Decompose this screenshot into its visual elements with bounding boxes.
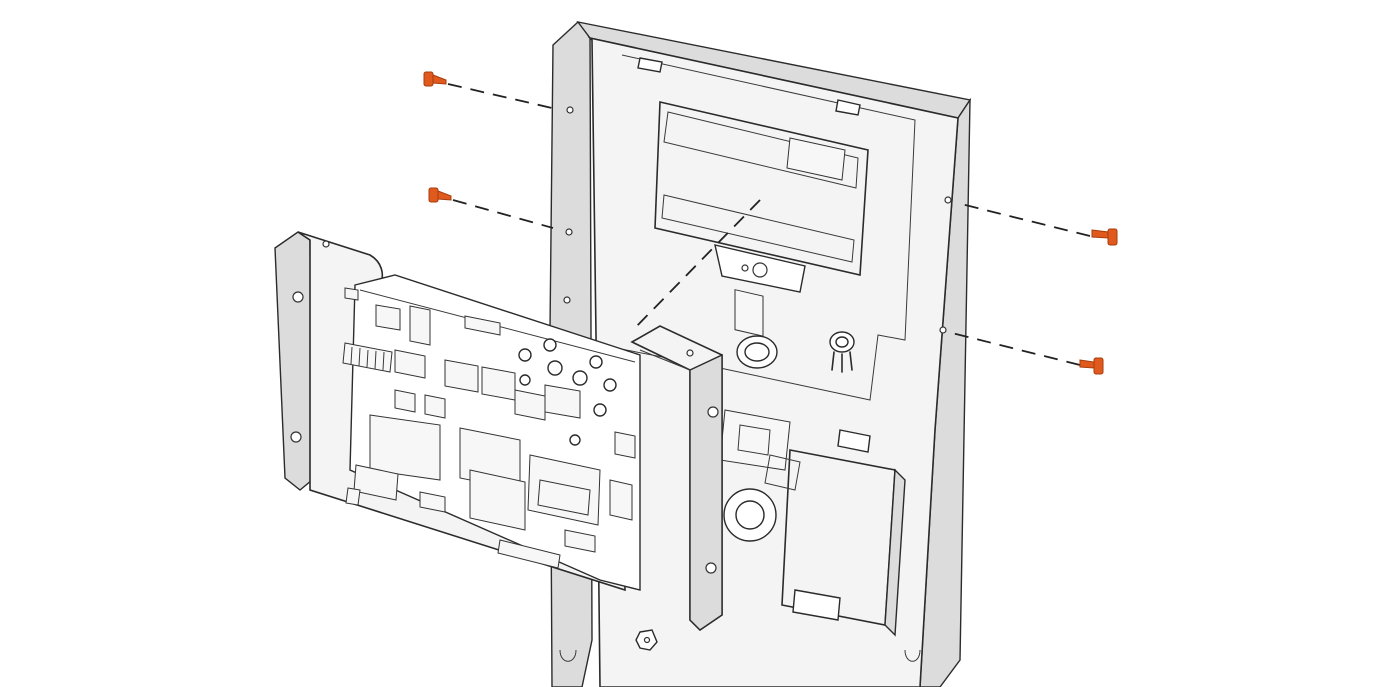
- panel-tab: [835, 99, 861, 116]
- panel-tab: [637, 57, 663, 73]
- screw-top-left: [423, 71, 447, 87]
- screw-mid-left: [428, 187, 452, 203]
- relay: [544, 384, 581, 419]
- side-bracket: [630, 325, 723, 632]
- cable-grommet: [736, 335, 778, 369]
- display-board: [654, 101, 869, 337]
- relay: [481, 366, 516, 401]
- nut: [635, 629, 658, 651]
- terminal-block: [353, 464, 399, 501]
- panel-connector: [829, 331, 855, 373]
- processor-chip: [369, 414, 441, 481]
- screw-top-right: [1091, 228, 1118, 246]
- screw-bottom-right: [1079, 357, 1104, 375]
- transformer-module: [781, 429, 906, 637]
- relay: [444, 359, 479, 393]
- relay-assembly: [719, 409, 801, 542]
- control-circuit-board: [342, 274, 641, 591]
- assembly-guides: [447, 83, 1091, 366]
